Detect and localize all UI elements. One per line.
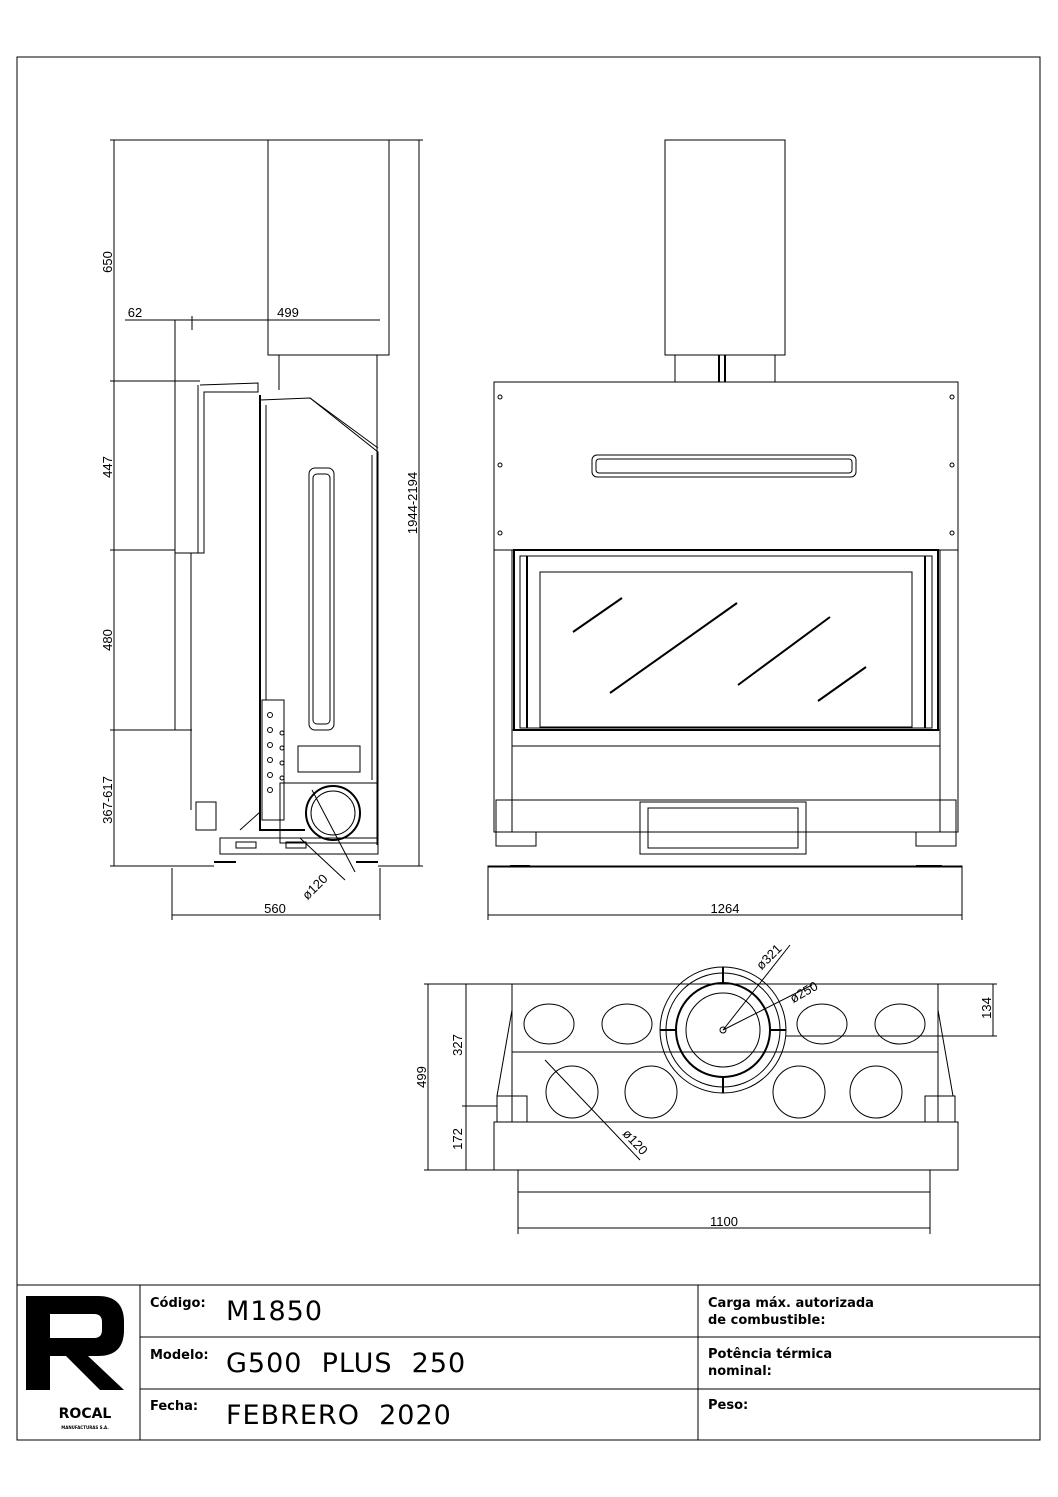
rocal-logo: ROCAL MANUFACTURAS S.A. [26,1296,124,1430]
carga-label-line2: de combustible: [708,1313,826,1328]
codigo-value: M1850 [226,1296,323,1327]
dim-1944-2194: 1944-2194 [405,472,420,534]
front-view: 1264 [487,139,963,920]
carga-label-line1: Carga máx. autorizada [708,1296,874,1311]
dim-480: 480 [100,629,115,651]
dim-650: 650 [100,251,115,273]
brand-sub: MANUFACTURAS S.A. [61,1425,109,1430]
codigo-label: Código: [150,1296,206,1311]
dim-499-side: 499 [277,305,299,320]
dim-134: 134 [979,997,994,1019]
dim-dia120-side: ø120 [299,871,331,903]
fecha-label: Fecha: [150,1399,198,1414]
potencia-label-line2: nominal: [708,1364,772,1379]
potencia-label-line1: Potência térmica [708,1347,832,1362]
top-view: ø321 ø250 134 327 499 172 ø120 1100 [414,941,997,1234]
dim-1100: 1100 [710,1214,738,1229]
dim-499-top: 499 [414,1066,429,1088]
brand-name: ROCAL [59,1406,112,1422]
dim-dia250: ø250 [787,978,820,1006]
page-frame [16,56,1041,1441]
peso-label: Peso: [708,1398,748,1413]
title-block: ROCAL MANUFACTURAS S.A. Código: M1850 Mo… [17,1284,1040,1440]
modelo-label: Modelo: [150,1348,209,1363]
dim-560: 560 [264,901,286,916]
dim-dia321: ø321 [753,941,785,973]
dim-1264: 1264 [711,901,740,916]
dim-172: 172 [450,1128,465,1150]
dim-327: 327 [450,1034,465,1056]
dim-62: 62 [128,305,142,320]
side-view: 650 447 480 367-617 62 499 1944-2194 560… [100,139,423,920]
dim-367-617: 367-617 [100,776,115,824]
modelo-value: G500 PLUS 250 [226,1348,466,1379]
dim-dia120-top: ø120 [620,1126,651,1158]
fecha-value: FEBRERO 2020 [226,1400,452,1431]
dim-447: 447 [100,456,115,478]
